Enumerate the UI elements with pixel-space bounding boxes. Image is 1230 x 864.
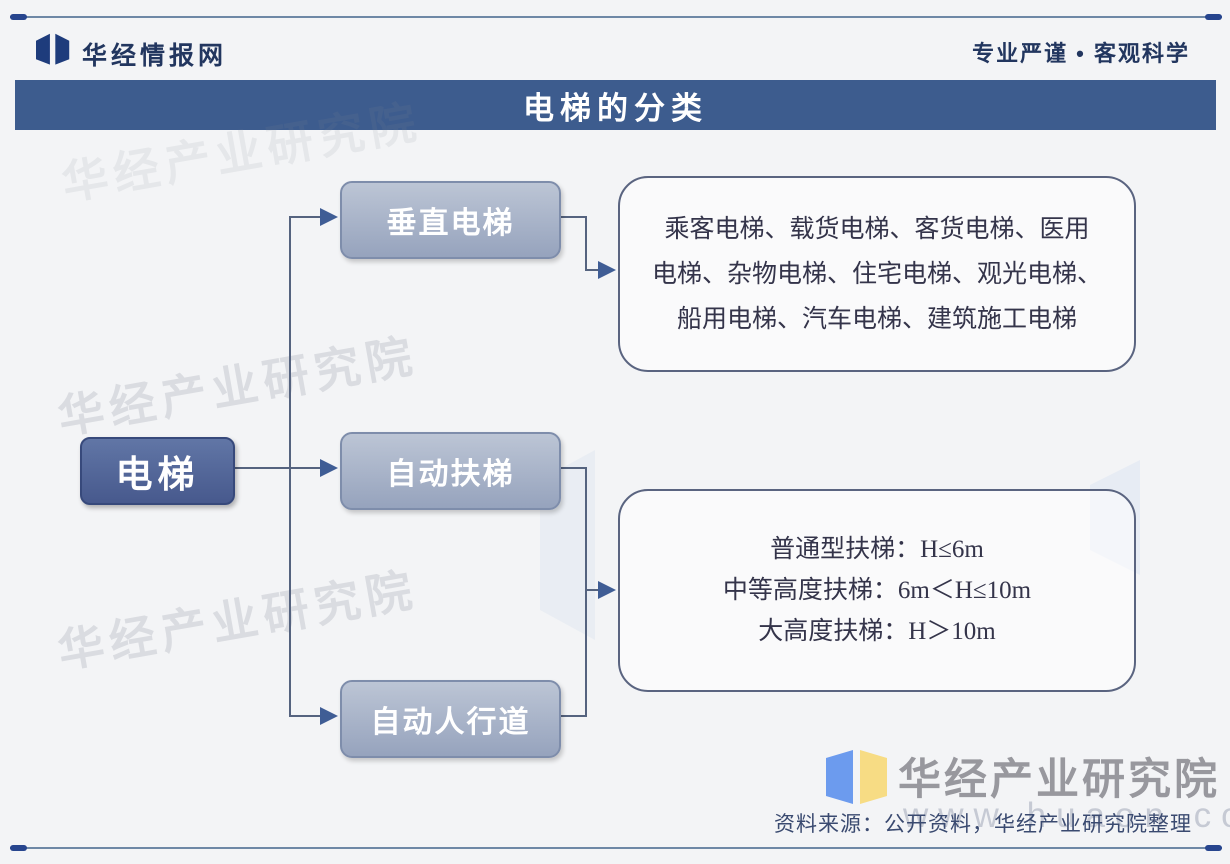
arrow-right-icon [320,459,338,477]
node-moving-walkway: 自动人行道 [340,680,561,758]
watermark-text: 华经产业研究院 [54,329,422,444]
top-divider-right-dash [1205,14,1222,20]
title-bar: 电梯的分类 [15,80,1216,130]
page-title: 电梯的分类 [523,90,708,126]
bottom-divider [10,845,1222,851]
brand: 华经情报网 [36,30,227,77]
connector-line [289,216,291,717]
bottom-divider-right-dash [1205,845,1222,851]
connector-line [585,589,599,591]
detail-line: 中等高度扶梯：6m＜H≤10m [722,577,1032,604]
connector-line [559,216,587,218]
branch-label: 垂直电梯 [386,207,515,240]
node-vertical-elevator: 垂直电梯 [340,181,561,259]
connector-line [559,715,587,717]
watermark-text: 华经产业研究院 [54,563,422,678]
footer-logo-text: 华经产业研究院 [898,756,1220,804]
brand-tagline: 专业严谨 • 客观科学 [972,41,1190,66]
arrow-right-icon [598,581,616,599]
connector-line [291,216,322,218]
connector-line [559,467,587,469]
connector-line [585,467,587,717]
top-divider [10,14,1222,20]
node-elevator-root: 电梯 [80,437,235,505]
arrow-right-icon [320,707,338,725]
connector-line [585,269,599,271]
connector-line [291,715,322,717]
root-node-label: 电梯 [115,454,200,495]
connector-line [231,467,291,469]
detail-line: 船用电梯、汽车电梯、建筑施工电梯 [676,305,1077,333]
detail-line: 大高度扶梯：H＞10m [758,618,996,645]
footer-logo-url: www.huaon.com [903,796,1230,835]
branch-label: 自动人行道 [370,706,531,739]
detail-line: 电梯、杂物电梯、住宅电梯、观光电梯、 [651,260,1102,288]
open-book-logo-icon [36,30,70,77]
arrow-right-icon [320,208,338,226]
detail-box-vertical-elevator-types: 乘客电梯、载货电梯、客货电梯、医用 电梯、杂物电梯、住宅电梯、观光电梯、 船用电… [618,176,1136,372]
node-escalator: 自动扶梯 [340,432,561,510]
open-book-logo-icon [826,746,888,817]
connector-line [585,216,587,271]
arrow-right-icon [598,261,616,279]
source-note: 资料来源：公开资料，华经产业研究院整理 [774,813,1192,836]
top-divider-left-dash [10,14,27,20]
bottom-divider-left-dash [10,845,27,851]
detail-line: 普通型扶梯：H≤6m [770,536,984,563]
detail-line: 乘客电梯、载货电梯、客货电梯、医用 [664,215,1090,243]
detail-box-escalator-heights: 普通型扶梯：H≤6m 中等高度扶梯：6m＜H≤10m 大高度扶梯：H＞10m [618,489,1136,692]
connector-line [291,467,322,469]
brand-name: 华经情报网 [82,41,228,70]
branch-label: 自动扶梯 [386,458,515,491]
